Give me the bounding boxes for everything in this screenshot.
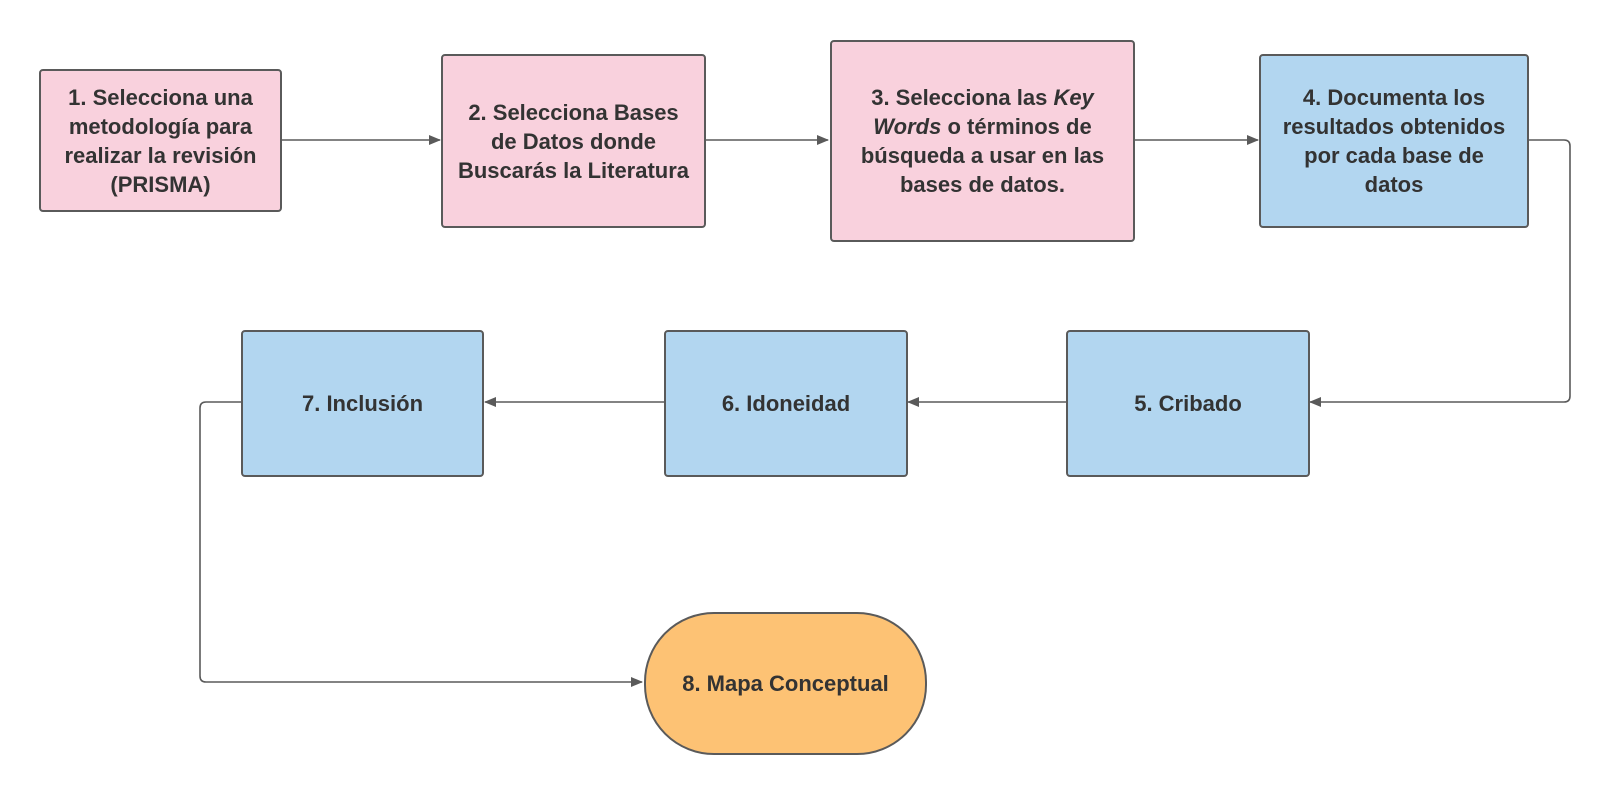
node-step-3: 3. Selecciona las Key Words o términos d… (830, 40, 1135, 242)
node-step-3-label: 3. Selecciona las Key Words o términos d… (860, 85, 1105, 197)
node-step-1-label: 1. Selecciona una metodología para reali… (64, 84, 257, 197)
node-step-4: 4. Documenta los resultados obtenidos po… (1259, 54, 1529, 228)
node-step-4-label: 4. Documenta los resultados obtenidos po… (1282, 85, 1506, 197)
node-step-7-label: 7. Inclusión (301, 391, 424, 416)
node-step-2-label: 2. Selecciona Bases de Datos donde Busca… (457, 99, 690, 183)
node-step-5-label: 5. Cribado (1134, 391, 1242, 416)
node-step-2: 2. Selecciona Bases de Datos donde Busca… (441, 54, 706, 228)
node-step-6-label: 6. Idoneidad (721, 391, 851, 416)
arrow-4-to-5 (1309, 139, 1571, 407)
node-step-7: 7. Inclusión (241, 330, 484, 477)
node-step-8: 8. Mapa Conceptual (644, 612, 927, 755)
key-words-emphasis: Key Words (873, 85, 1094, 139)
node-step-5: 5. Cribado (1066, 330, 1310, 477)
node-step-8-label: 8. Mapa Conceptual (682, 671, 889, 696)
node-step-1: 1. Selecciona una metodología para reali… (39, 69, 282, 212)
node-step-6: 6. Idoneidad (664, 330, 908, 477)
arrow-7-to-8 (199, 401, 643, 687)
